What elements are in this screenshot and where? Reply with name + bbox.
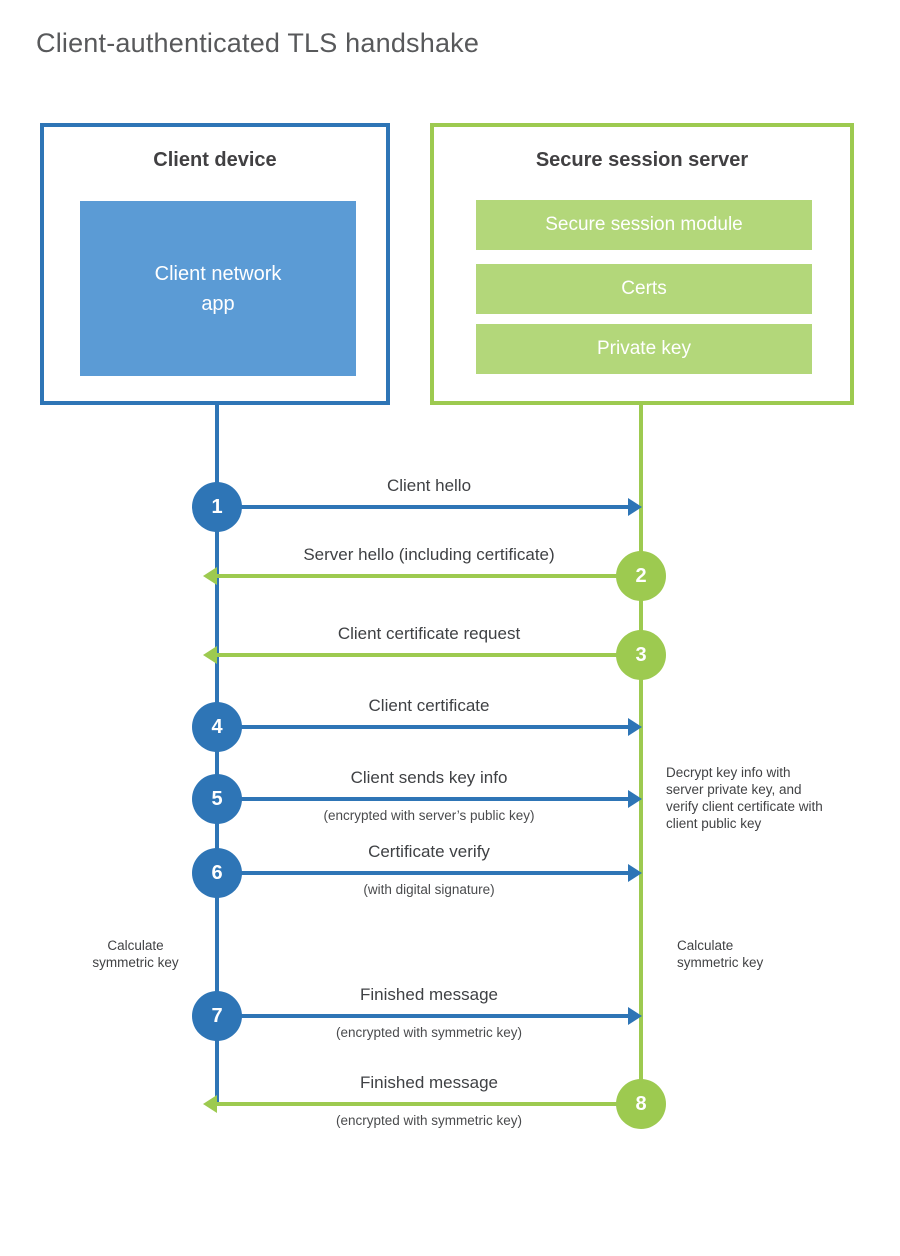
step-8-sublabel: (encrypted with symmetric key) xyxy=(335,1113,523,1128)
step-6-arrowhead-right-icon xyxy=(628,864,642,882)
step-6-label: Certificate verify xyxy=(368,842,490,861)
step-1-label: Client hello xyxy=(386,476,472,495)
step-7-arrow-line xyxy=(217,1014,628,1018)
step-4-arrow-line xyxy=(217,725,628,729)
step-6-arrow-line xyxy=(217,871,628,875)
step-7-arrowhead-right-icon xyxy=(628,1007,642,1025)
client-device-title: Client device xyxy=(153,149,277,171)
step-5-sublabel: (encrypted with server’s public key) xyxy=(323,808,535,823)
client-network-app-box: Client network app xyxy=(80,201,356,376)
client-device-box: Client device Client network app xyxy=(40,123,390,405)
step-4-label: Client certificate xyxy=(368,696,490,715)
client-lifeline xyxy=(215,405,219,1106)
step-1-arrow-line xyxy=(217,505,628,509)
step-2-arrow-line xyxy=(217,574,641,578)
step-7-label: Finished message xyxy=(360,985,498,1004)
step-3-arrow-line xyxy=(217,653,641,657)
step-4-arrowhead-right-icon xyxy=(628,718,642,736)
step-1-badge: 1 xyxy=(192,482,242,532)
secure-session-server-box: Secure session server Secure session mod… xyxy=(430,123,854,405)
server-lifeline xyxy=(639,405,643,1105)
step-2-label: Server hello (including certificate) xyxy=(303,545,555,564)
step-7-badge: 7 xyxy=(192,991,242,1041)
decrypt-key-info-note: Decrypt key info with server private key… xyxy=(666,765,823,831)
step-4-badge: 4 xyxy=(192,702,242,752)
secure-session-server-title: Secure session server xyxy=(535,149,749,171)
step-3-badge: 3 xyxy=(616,630,666,680)
server-module-private-key: Private key xyxy=(476,324,812,374)
step-3-arrowhead-left-icon xyxy=(203,646,217,664)
step-5-arrow-line xyxy=(217,797,628,801)
calculate-symmetric-key-note-server: Calculate symmetric key xyxy=(677,938,764,970)
step-5-label: Client sends key info xyxy=(350,768,508,787)
server-module-certs: Certs xyxy=(476,264,812,314)
step-2-arrowhead-left-icon xyxy=(203,567,217,585)
step-8-badge: 8 xyxy=(616,1079,666,1129)
step-6-sublabel: (with digital signature) xyxy=(363,882,495,897)
step-5-arrowhead-right-icon xyxy=(628,790,642,808)
client-network-app-label: Client network app xyxy=(154,262,282,315)
step-8-arrow-line xyxy=(217,1102,641,1106)
step-6-badge: 6 xyxy=(192,848,242,898)
page-title: Client-authenticated TLS handshake xyxy=(36,28,480,58)
step-2-badge: 2 xyxy=(616,551,666,601)
step-1-arrowhead-right-icon xyxy=(628,498,642,516)
server-module-secure-session-module: Secure session module xyxy=(476,200,812,250)
step-8-label: Finished message xyxy=(360,1073,498,1092)
step-3-label: Client certificate request xyxy=(337,624,521,643)
calculate-symmetric-key-note-client: Calculate symmetric key xyxy=(92,938,179,970)
step-7-sublabel: (encrypted with symmetric key) xyxy=(335,1025,523,1040)
step-5-badge: 5 xyxy=(192,774,242,824)
step-8-arrowhead-left-icon xyxy=(203,1095,217,1113)
